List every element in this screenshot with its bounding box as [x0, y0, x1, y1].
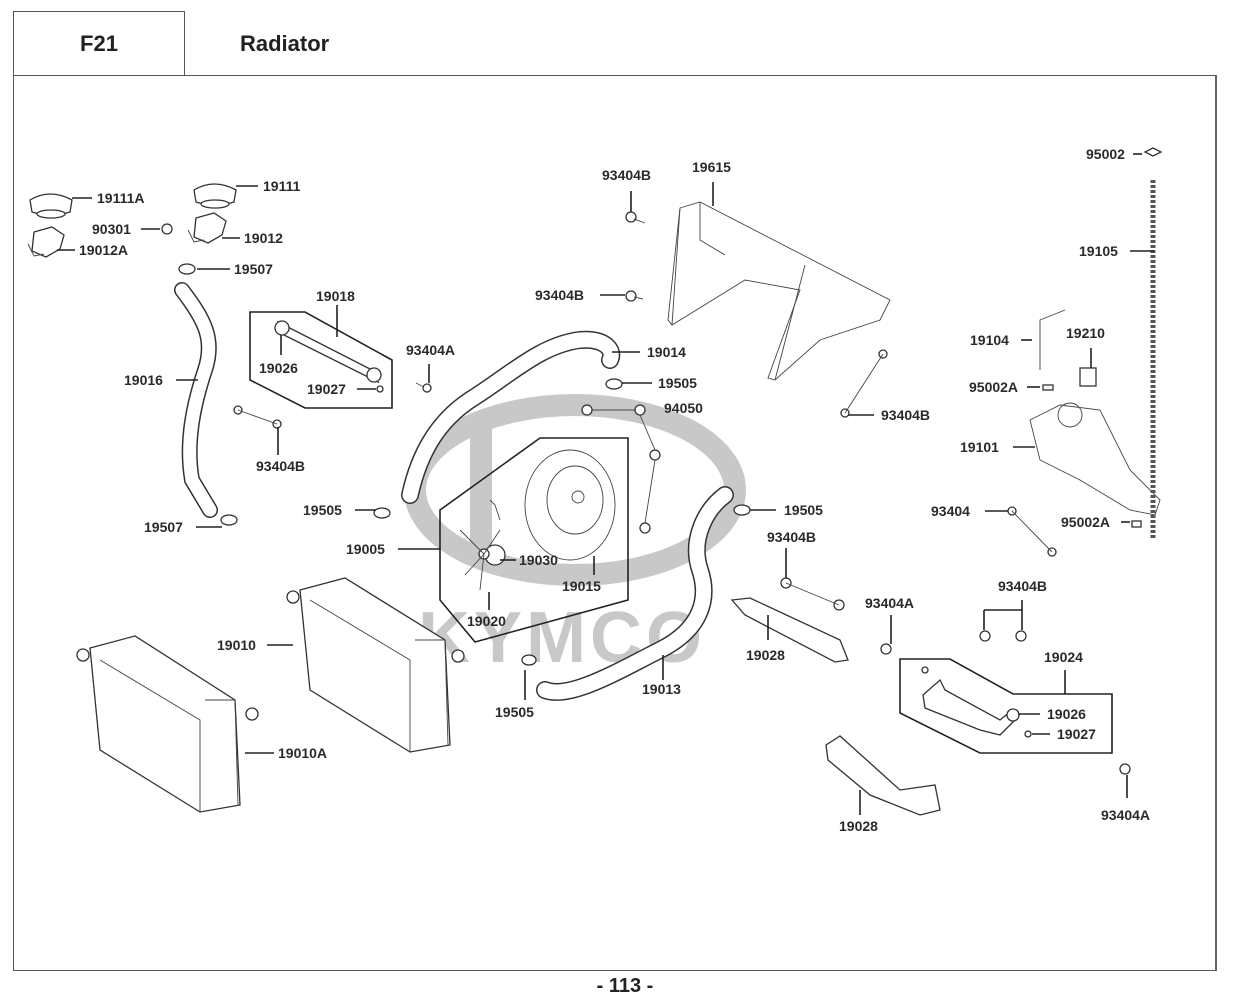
callout-label: 19028: [839, 818, 878, 834]
reservoir-cap-drawing: [1079, 367, 1097, 387]
leader-lines: [57, 153, 1154, 815]
callout-label: 93404: [931, 503, 970, 519]
callout-label: 93404A: [1101, 807, 1150, 823]
bracket-19024-drawing: [921, 666, 1032, 738]
callout-label: 19027: [1057, 726, 1096, 742]
callout-label: 95002A: [969, 379, 1018, 395]
section-code-text: F21: [80, 30, 118, 56]
callout-label: 19005: [346, 541, 385, 557]
clip-95002-drawing: [1143, 147, 1163, 157]
clamp-19507-drawing: [178, 263, 196, 275]
bolt-pair-93404B-left: [233, 405, 282, 429]
callout-label: 19015: [562, 578, 601, 594]
callout-label: 19013: [642, 681, 681, 697]
callout-label: 19505: [658, 375, 697, 391]
clamp-19507b-drawing: [220, 514, 238, 526]
callout-label: 93404B: [535, 287, 584, 303]
bolt-93404B-pair-a: [979, 630, 991, 642]
filler-neck-a-drawing: [27, 226, 65, 258]
radiator-19010A-drawing: [76, 635, 259, 813]
clamp-19505-top: [605, 378, 623, 390]
callout-label: 19111: [263, 178, 301, 194]
hose-19104-drawing: [1039, 309, 1066, 370]
clip-95002A-upper: [1042, 384, 1054, 391]
nut-90301-drawing: [161, 223, 173, 235]
bracket-19028-lower-drawing: [825, 735, 941, 816]
bolt-93404B-mid: [625, 290, 644, 302]
callout-label: 93404B: [602, 167, 651, 183]
radiator-cap-a-drawing: [29, 193, 73, 219]
reservoir-tank-drawing: [1029, 402, 1161, 516]
bracket-19028-upper-drawing: [730, 597, 849, 663]
callout-labels: 19111A 19111 90301 19012 19012A 19507 19…: [79, 146, 1150, 834]
filler-neck-drawing: [187, 212, 227, 244]
callout-label: 19014: [647, 344, 686, 360]
bolt-pair-93404B-right: [840, 349, 888, 418]
callout-label: 19030: [519, 552, 558, 568]
callout-label: 19615: [692, 159, 731, 175]
callout-label: 19507: [144, 519, 183, 535]
bolt-pair-93404-right: [1007, 506, 1057, 557]
callout-label: 93404A: [865, 595, 914, 611]
callout-label: 19105: [1079, 243, 1118, 259]
callout-label: 19026: [1047, 706, 1086, 722]
callout-label: 19505: [784, 502, 823, 518]
callout-label: 19028: [746, 647, 785, 663]
callout-label: 19012A: [79, 242, 128, 258]
group-box-19024: [899, 658, 1113, 754]
callout-label: 94050: [664, 400, 703, 416]
callout-label: 19111A: [97, 190, 145, 206]
callout-label: 95002: [1086, 146, 1125, 162]
callout-label: 19010: [217, 637, 256, 653]
clip-95002A-lower: [1131, 520, 1142, 528]
bolt-pair-93404B-center: [780, 577, 845, 611]
callout-label: 19026: [259, 360, 298, 376]
callout-label: 19505: [495, 704, 534, 720]
callout-label: 93404B: [881, 407, 930, 423]
diagram-frame: [13, 75, 1217, 971]
radiator-19010-drawing: [286, 577, 465, 753]
callout-label: 19010A: [278, 745, 327, 761]
callout-label: 95002A: [1061, 514, 1110, 530]
bolt-93404B-pair-b: [1015, 630, 1027, 642]
callout-label: 19020: [467, 613, 506, 629]
bolt-93404B-top: [625, 211, 646, 224]
clamp-19505-bottom: [521, 654, 537, 666]
bracket-19018-drawing: [274, 320, 382, 384]
callout-label: 19507: [234, 261, 273, 277]
callout-label: 19027: [307, 381, 346, 397]
callout-label: 19210: [1066, 325, 1105, 341]
watermark-text: KYMCO: [418, 598, 706, 678]
callout-label: 19024: [1044, 649, 1083, 665]
bolt-93404A-lower: [1119, 763, 1131, 775]
section-title: Radiator: [240, 31, 330, 56]
page-number: - 113 -: [596, 975, 654, 997]
bolt-93404A-center: [880, 643, 892, 655]
callout-label: 90301: [92, 221, 131, 237]
radiator-shroud-drawing: [667, 201, 891, 381]
callout-label: 93404B: [767, 529, 816, 545]
nut-set-94050-drawing: [581, 404, 661, 534]
group-box-19005: [439, 437, 629, 643]
clamp-19505-right: [733, 504, 751, 516]
callout-label: 19104: [970, 332, 1009, 348]
clamp-19505-left: [373, 507, 391, 519]
fan-shroud-drawing: [524, 449, 616, 561]
callout-label: 19505: [303, 502, 342, 518]
bolt-93404A-mid: [415, 382, 432, 393]
callout-label: 19012: [244, 230, 283, 246]
callout-label: 19101: [960, 439, 999, 455]
group-box-19018: [249, 311, 393, 409]
callout-label: 93404B: [998, 578, 1047, 594]
callout-label: 93404B: [256, 458, 305, 474]
callout-label: 19018: [316, 288, 355, 304]
radiator-cap-drawing: [193, 183, 237, 209]
callout-label: 93404A: [406, 342, 455, 358]
callout-label: 19016: [124, 372, 163, 388]
